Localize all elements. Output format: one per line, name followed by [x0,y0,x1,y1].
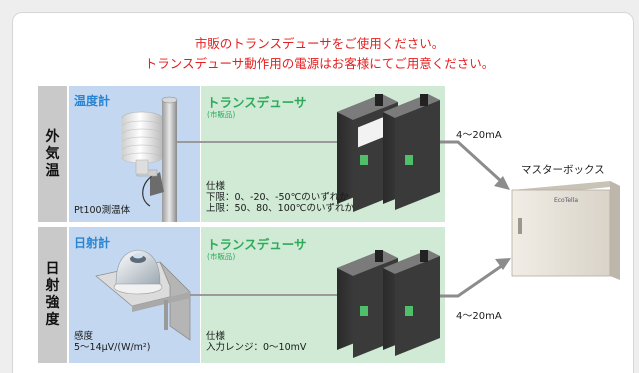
thermometer-title: 温度計 [74,94,111,108]
transducer-title-2: トランスデューサ [207,237,307,252]
transducer-sub-1: (市販品) [207,110,236,119]
spec-1-line-3: 上限：50、80、100℃のいずれか [206,203,354,214]
master-box-label: マスターボックス [521,164,605,176]
row-label-solar-radiation: 日射強度 [38,227,67,363]
transducer-image-2 [337,250,440,358]
transducer-sub-2: (市販品) [207,252,236,261]
pyranometer-image [95,249,191,341]
pyranometer-title: 日射計 [74,236,111,250]
pyranometer-text-line-2: 5～14μV/(W/m²) [74,342,151,353]
arrow-bottom-head [495,258,511,270]
row-label-outdoor-temp: 外気温 [38,86,67,222]
output-label-2: 4～20mA [456,311,502,322]
transducer-title-1: トランスデューサ [207,95,307,110]
thermometer-image [121,96,178,222]
pyranometer-text-line-1: 感度 [74,331,94,342]
arrow-top-head [494,176,510,190]
notice-line-1: 市販のトランスデューサをご使用ください。 [194,36,445,51]
spec-2-line-2: 入力レンジ：0～10mV [206,342,307,353]
spec-1-line-2: 下限：0、-20、-50℃のいずれか [206,192,349,203]
transducer-image-1 [337,94,440,212]
output-label-1: 4～20mA [456,130,502,141]
notice-line-2: トランスデューサ動作用の電源はお客様にてご用意ください。 [144,56,495,71]
thermometer-text: Pt100測温体 [74,205,131,216]
master-box-logo: EcoTella [554,197,578,204]
spec-2-line-1: 仕様 [206,331,226,342]
spec-1-line-1: 仕様 [206,181,226,192]
master-box-image: EcoTella [511,181,620,280]
